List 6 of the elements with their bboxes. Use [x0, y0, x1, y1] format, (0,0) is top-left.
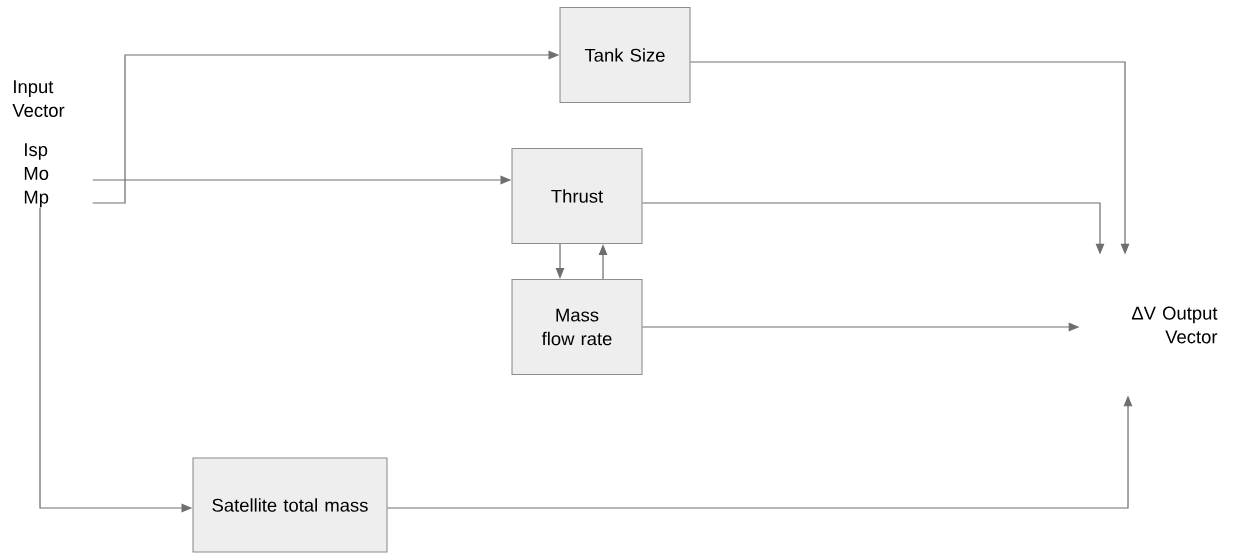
process-box: Satellite total mass — [192, 457, 388, 553]
process-box: Thrust — [511, 147, 643, 245]
input-label: Input Vector Isp Mo Mp — [12, 80, 65, 208]
process-box: Tank Size — [559, 6, 691, 104]
output-label: ΔV Output Vector — [1131, 306, 1218, 344]
process-box: Mass flow rate — [511, 279, 643, 376]
